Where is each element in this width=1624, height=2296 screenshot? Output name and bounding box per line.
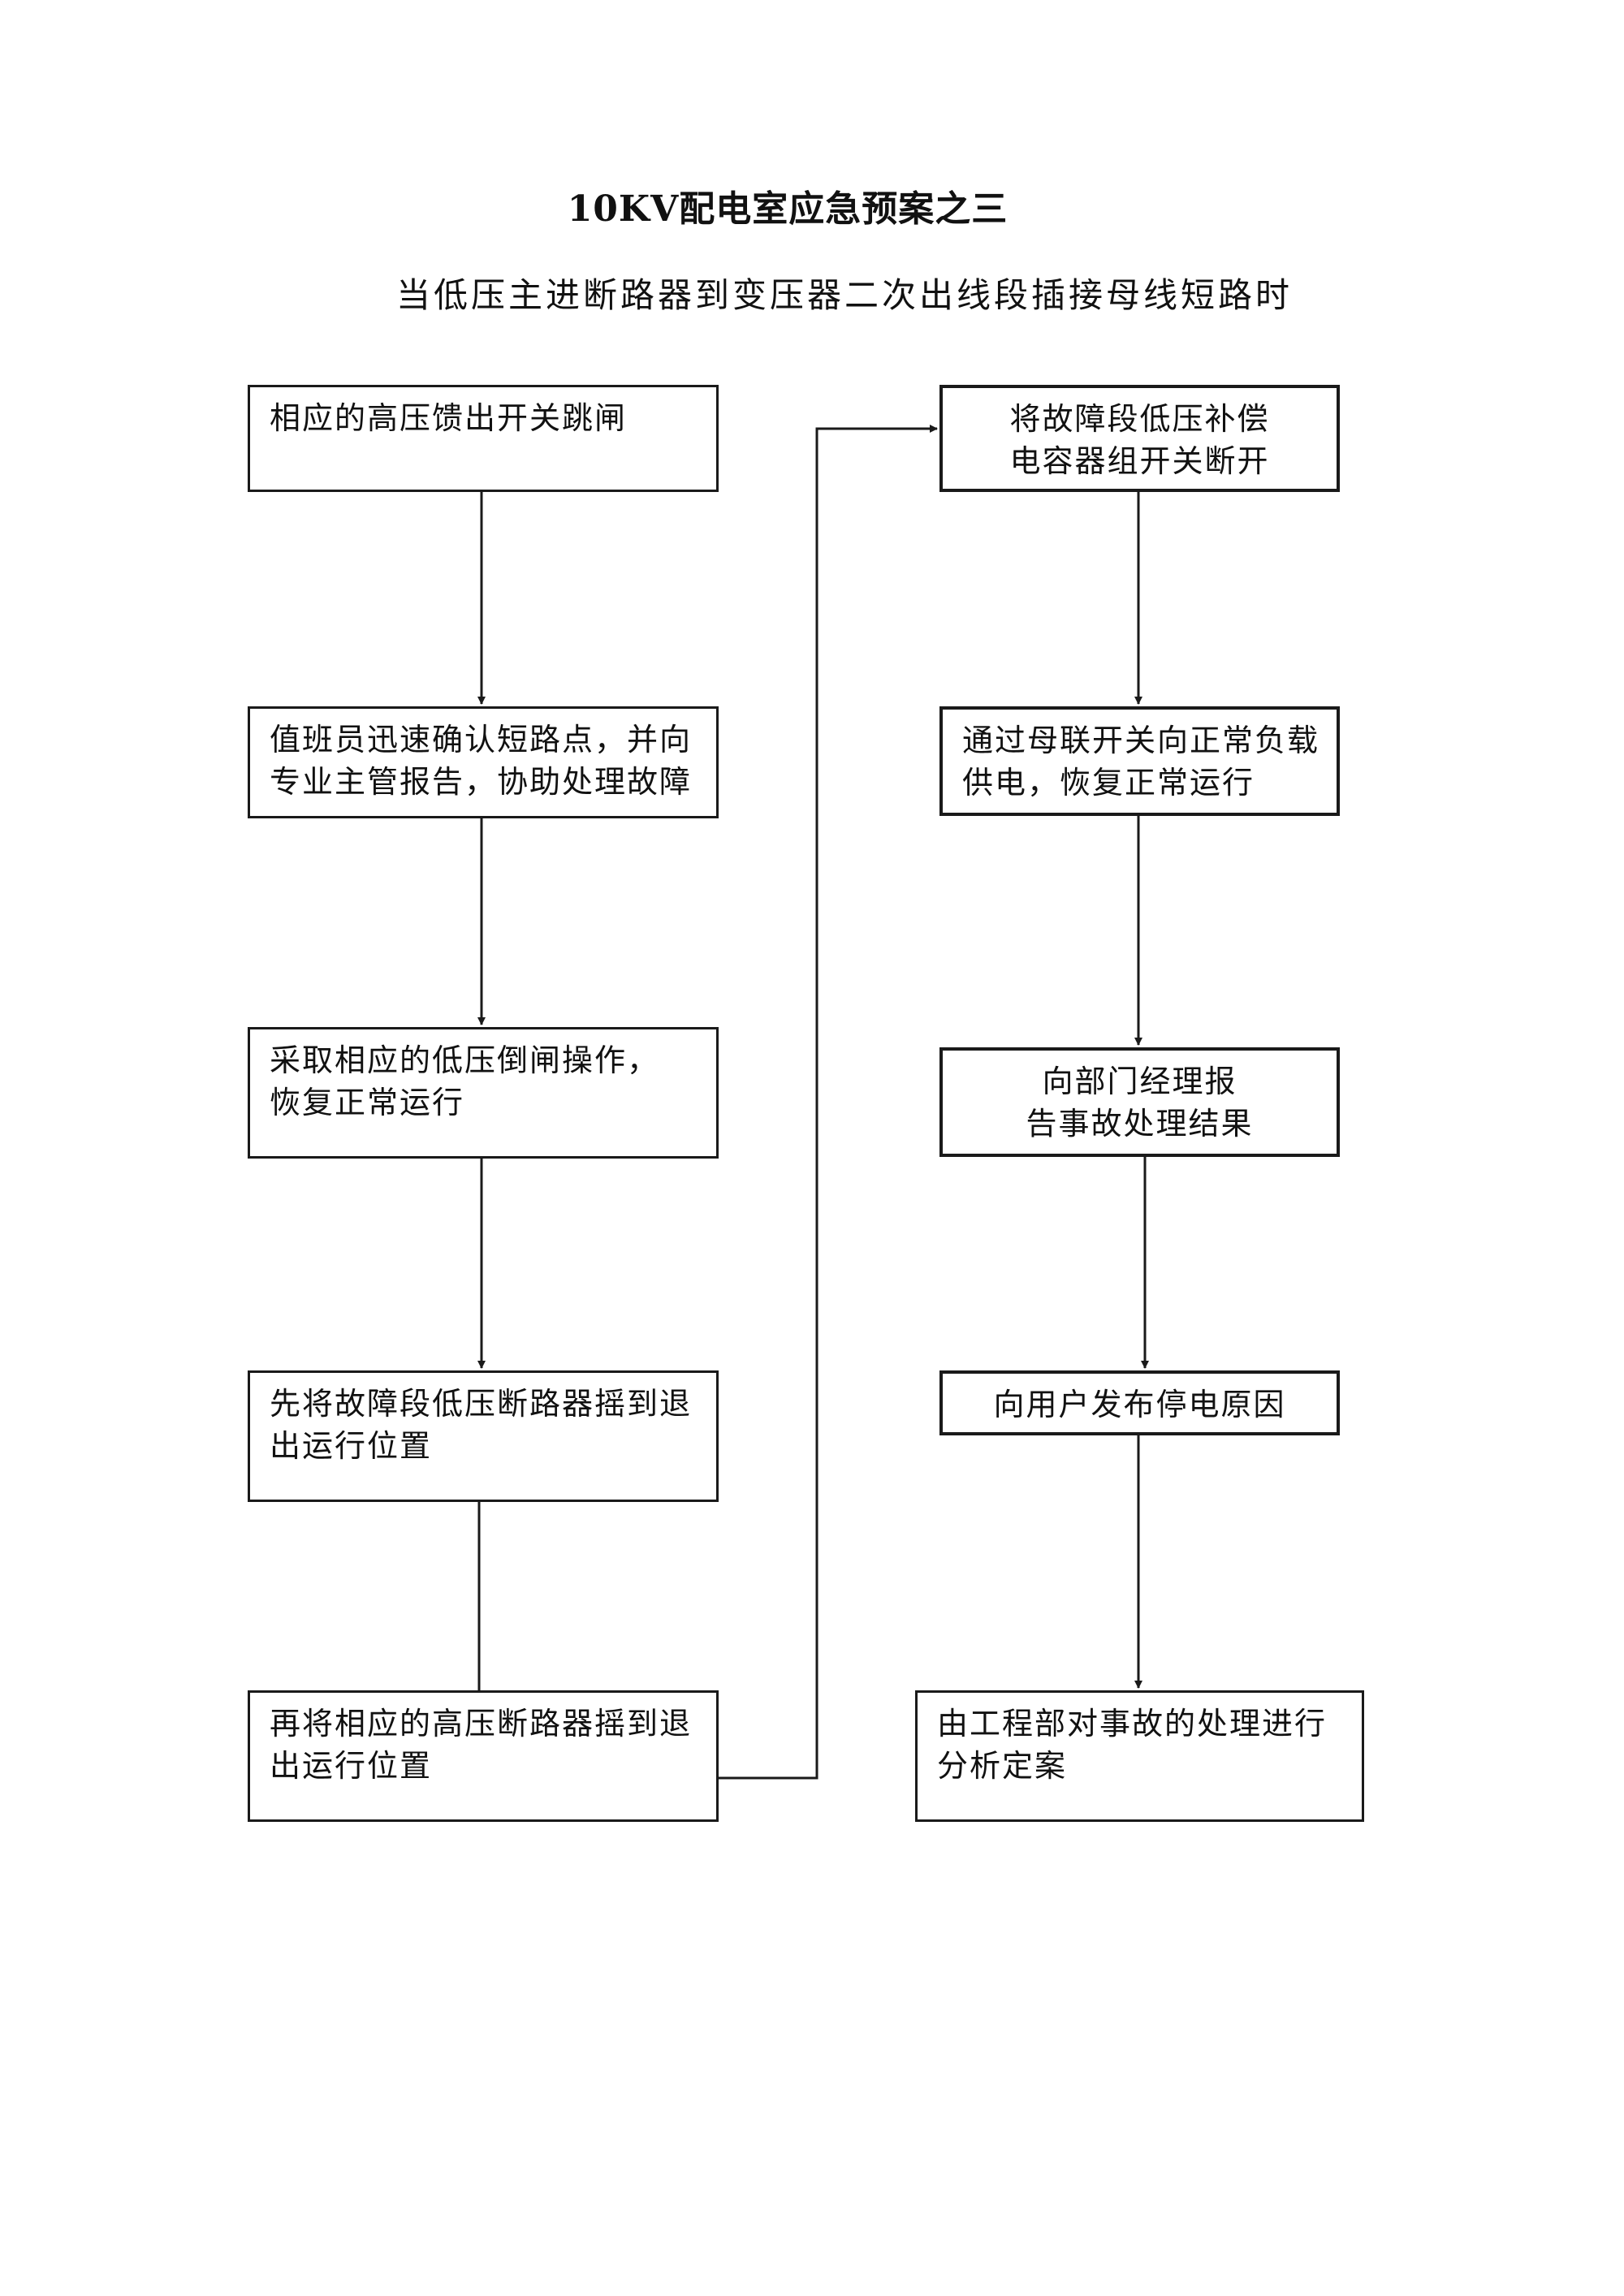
flow-step-notify-users: 向用户发布停电原因 (939, 1370, 1340, 1435)
arrow-l5-to-r1 (719, 425, 938, 1780)
page-subtitle: 当低压主进断路器到变压器二次出线段插接母线短路时 (395, 275, 1293, 315)
flow-step-report-to-manager: 向部门经理报 告事故处理结果 (939, 1047, 1340, 1157)
flow-step-bus-tie-supply: 通过母联开关向正常负载 供电，恢复正常运行 (939, 706, 1340, 816)
flow-step-rack-out-low-voltage-breaker: 先将故障段低压断路器摇到退 出运行位置 (248, 1370, 719, 1502)
flow-step-low-voltage-switching: 采取相应的低压倒闸操作， 恢复正常运行 (248, 1027, 719, 1159)
flow-step-rack-out-high-voltage-breaker: 再将相应的高压断路器摇到退 出运行位置 (248, 1690, 719, 1822)
flow-step-confirm-short-point: 值班员迅速确认短路点，并向 专业主管报告，协助处理故障 (248, 706, 719, 818)
flow-step-engineering-analysis: 由工程部对事故的处理进行 分析定案 (915, 1690, 1364, 1822)
flow-step-high-voltage-trip: 相应的高压馈出开关跳闸 (248, 385, 719, 492)
page-title: 10KV配电室应急预案之三 (567, 188, 1009, 230)
flow-step-open-capacitor-bank: 将故障段低压补偿 电容器组开关断开 (939, 385, 1340, 492)
